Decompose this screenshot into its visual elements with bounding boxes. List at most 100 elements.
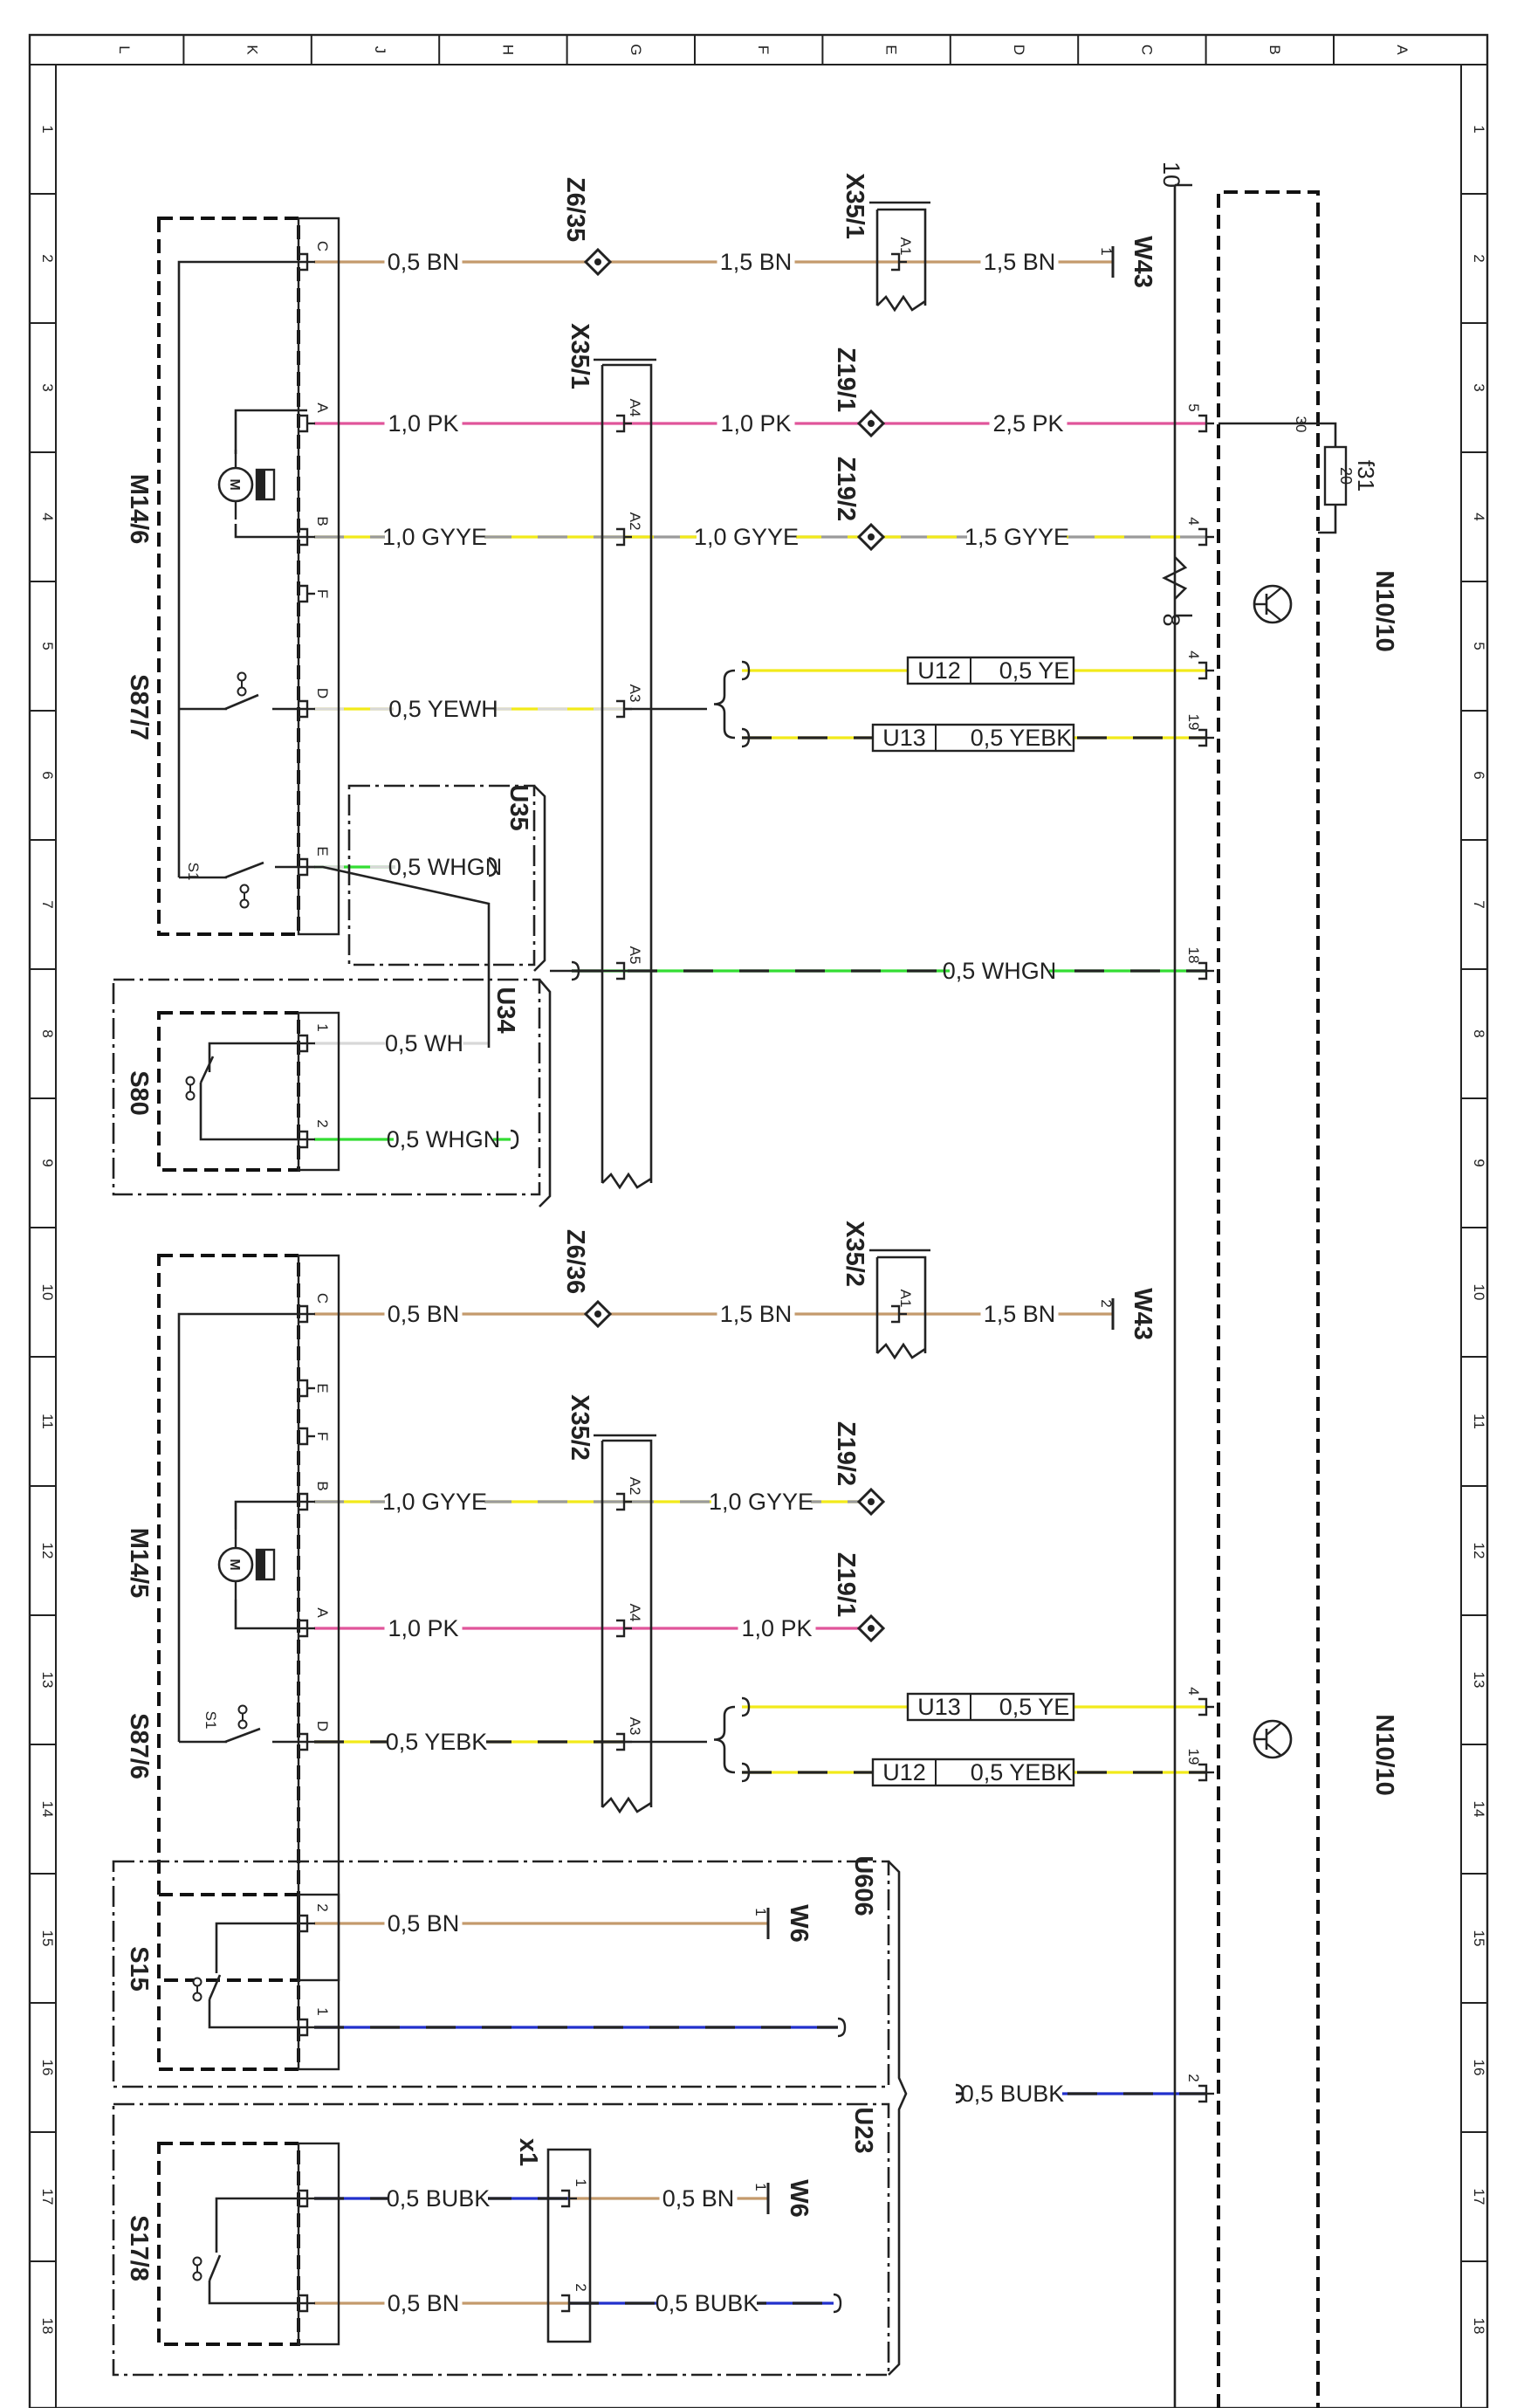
- conductor-label: 1,5 BN: [984, 1301, 1056, 1327]
- row-label-right: 10: [1471, 1284, 1487, 1301]
- row-label-right: 13: [1471, 1672, 1487, 1689]
- switch-actuator-icon: [237, 671, 247, 697]
- row-label-right: 17: [1471, 2189, 1487, 2205]
- conductor-label: 0,5 BN: [388, 2290, 460, 2316]
- pin-labels: CABFDE12CEFBAD21A1A1A4A2A3A5A2A4A3544191…: [314, 237, 1202, 2292]
- u34-s80-group: S80 U34: [112, 978, 552, 1207]
- conductor-label: 0,5 WHGN: [943, 958, 1057, 984]
- frame-outer: [28, 33, 1489, 2408]
- row-label-right: 14: [1471, 1801, 1487, 1818]
- connector-label-x35-1: X35/1: [566, 323, 594, 389]
- row-label-left: 4: [39, 513, 56, 520]
- switch-actuator-icon: [192, 2256, 202, 2281]
- component-label-m14-6: M14/6: [125, 474, 153, 545]
- connector-x35-1-big: X35/1: [566, 323, 656, 1190]
- terminal-pin-w6-1: 1: [752, 1908, 769, 1916]
- row-label-right: 11: [1471, 1414, 1487, 1429]
- conductor-label: 0,5 BUBK: [656, 2290, 759, 2316]
- fuse-pin-30: 30: [1293, 416, 1309, 433]
- pin-label: E: [314, 1383, 331, 1393]
- row-label-left: 9: [39, 1159, 56, 1166]
- pin-label: 19: [1185, 1749, 1202, 1765]
- connector-label-u34: U34: [491, 987, 519, 1033]
- pin-label: A4: [627, 1604, 643, 1622]
- switch-contact: [208, 2254, 222, 2281]
- component-m14-5-s87-6: S1 M14/5 S87/6: [125, 1254, 340, 1982]
- terminal-w43-lower: W43 2: [1098, 1288, 1157, 1340]
- row-label-left: 12: [39, 1543, 56, 1559]
- switch-contact: [224, 1727, 261, 1744]
- conductor-label: 1,0 GYYE: [694, 524, 799, 550]
- component-label-m14-5: M14/5: [125, 1528, 153, 1599]
- conductor-label: 1,0 GYYE: [382, 524, 487, 550]
- fuse-value: 20: [1337, 467, 1355, 485]
- conductor-label: 0,5 BUBK: [961, 2081, 1065, 2107]
- switch-actuator-icon: [237, 1704, 248, 1730]
- pin-label: A: [314, 1607, 331, 1618]
- row-label-right: 9: [1471, 1159, 1487, 1166]
- motor-icon: [217, 1528, 276, 1601]
- row-label-left: 7: [39, 900, 56, 908]
- bundle-10: 10: [1158, 162, 1192, 2408]
- row-label-right: 4: [1471, 513, 1487, 520]
- fuse-f31: 20 f31 30: [1218, 416, 1379, 534]
- component-label-s15: S15: [125, 1946, 153, 1992]
- conductor-label: 2,5 PK: [992, 410, 1063, 437]
- row-label-right: 2: [1471, 254, 1487, 262]
- terminal-label-w43-lower: W43: [1129, 1288, 1157, 1340]
- connector-label-u23: U23: [849, 2107, 877, 2153]
- switch-contact: [224, 693, 259, 711]
- pin-label: 1: [573, 2178, 589, 2186]
- splice-z19-2-icon: [857, 1488, 885, 1516]
- connector-x35-1-small: X35/1: [841, 173, 930, 313]
- transistor-icon: [1253, 584, 1293, 624]
- conductor-label: 1,5 BN: [984, 249, 1056, 275]
- pin-label: 18: [1185, 947, 1202, 964]
- splice-label-z19-2: Z19/2: [832, 457, 860, 521]
- conductor-label: 0,5 BN: [388, 1301, 460, 1327]
- column-label: J: [372, 46, 388, 54]
- switch-actuator-icon: [239, 884, 250, 909]
- switch-contact: [224, 861, 264, 879]
- pin-label: B: [314, 516, 331, 526]
- u606-s15-group: S15 U606: [112, 1855, 890, 2088]
- connector-label-u35: U35: [505, 784, 532, 830]
- bundle-8: 8: [1158, 613, 1192, 627]
- bundle-8-label: 8: [1158, 613, 1184, 626]
- column-label: K: [244, 45, 261, 55]
- pin-label: A2: [627, 1477, 643, 1496]
- row-label-left: 1: [39, 125, 56, 133]
- pin-label: 2: [1185, 2074, 1202, 2081]
- conductor-label: 0,5 BN: [388, 249, 460, 275]
- braces: [488, 660, 964, 2314]
- splice-label-z6-35: Z6/35: [561, 177, 589, 242]
- terminal-pin-w6-1-lower: 1: [752, 2183, 769, 2191]
- conductor-label: 1,5 GYYE: [964, 524, 1069, 550]
- row-label-right: 3: [1471, 383, 1487, 391]
- pin-label: 1: [314, 1023, 331, 1031]
- sleeve-label: U13: [917, 1694, 961, 1720]
- splice-label-z19-1: Z19/1: [832, 347, 860, 412]
- switch-actuator-icon: [192, 1977, 202, 2002]
- u23-s17-8-group: S17/8 U23: [112, 1861, 908, 2377]
- switch-actuator-icon: [185, 1076, 196, 1101]
- conductor-label: 1,0 PK: [720, 410, 791, 437]
- conductor-label: 0,5 BN: [388, 1910, 460, 1937]
- n10-10-housing: N10/10 N10/10: [1217, 190, 1398, 2408]
- pin-label: 1: [314, 2007, 331, 2015]
- s1-pin-label: S1: [202, 1711, 219, 1730]
- conductor-label: 1,0 PK: [388, 1615, 458, 1641]
- row-label-right: 18: [1471, 2318, 1487, 2335]
- wires: [314, 260, 1206, 2305]
- n10-10-label-top: N10/10: [1370, 570, 1398, 652]
- column-label: E: [883, 45, 900, 54]
- connector-label-x35-2: X35/2: [566, 1394, 594, 1461]
- splice-label-z6-36: Z6/36: [561, 1229, 589, 1294]
- conductor-label: 1,5 BN: [720, 249, 793, 275]
- terminal-w6-upper: W6 1: [752, 1904, 813, 1943]
- pin-label: 19: [1185, 714, 1202, 731]
- pin-label: 5: [1185, 403, 1202, 411]
- fuse-label: f31: [1353, 460, 1379, 492]
- column-label: G: [628, 44, 644, 55]
